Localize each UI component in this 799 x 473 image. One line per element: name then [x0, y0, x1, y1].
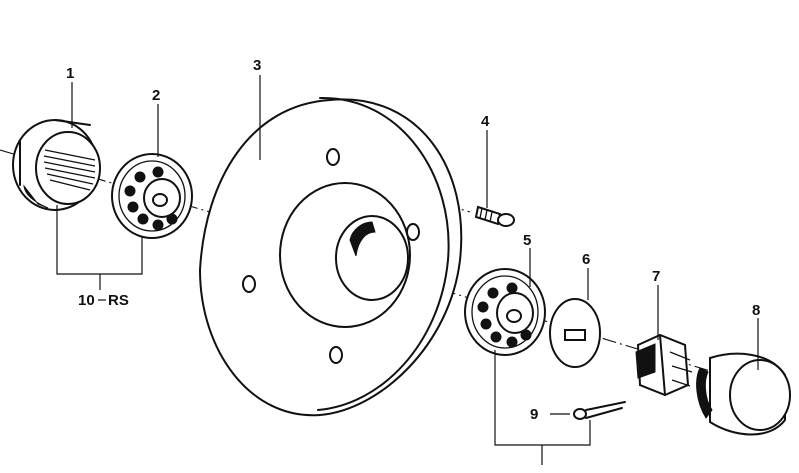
callout-10-suffix: RS	[108, 292, 129, 309]
part-9-cotter-pin	[573, 401, 626, 420]
part-4-bolt	[474, 205, 515, 227]
callout-9: 9	[530, 406, 538, 423]
callout-6: 6	[582, 251, 590, 268]
callout-8: 8	[752, 302, 760, 319]
part-3-brake-disc	[198, 96, 463, 417]
leader-lines	[56, 75, 759, 465]
part-6-washer	[549, 298, 601, 368]
part-7-castle-nut	[635, 333, 693, 397]
callout-4: 4	[481, 113, 490, 130]
callout-5: 5	[523, 232, 531, 249]
part-1-ring-nut	[12, 119, 101, 211]
part-5-inner-bearing	[464, 268, 546, 356]
callout-3: 3	[253, 57, 261, 74]
callout-2: 2	[152, 87, 160, 104]
callout-1: 1	[66, 65, 74, 82]
callout-10: 10	[78, 292, 95, 309]
callout-labels: 1 2 3 4 5 6 7 8 9 10 RS	[66, 57, 760, 423]
callout-7: 7	[652, 268, 660, 285]
part-2-outer-bearing	[111, 153, 193, 239]
part-8-dust-cap	[696, 352, 791, 436]
